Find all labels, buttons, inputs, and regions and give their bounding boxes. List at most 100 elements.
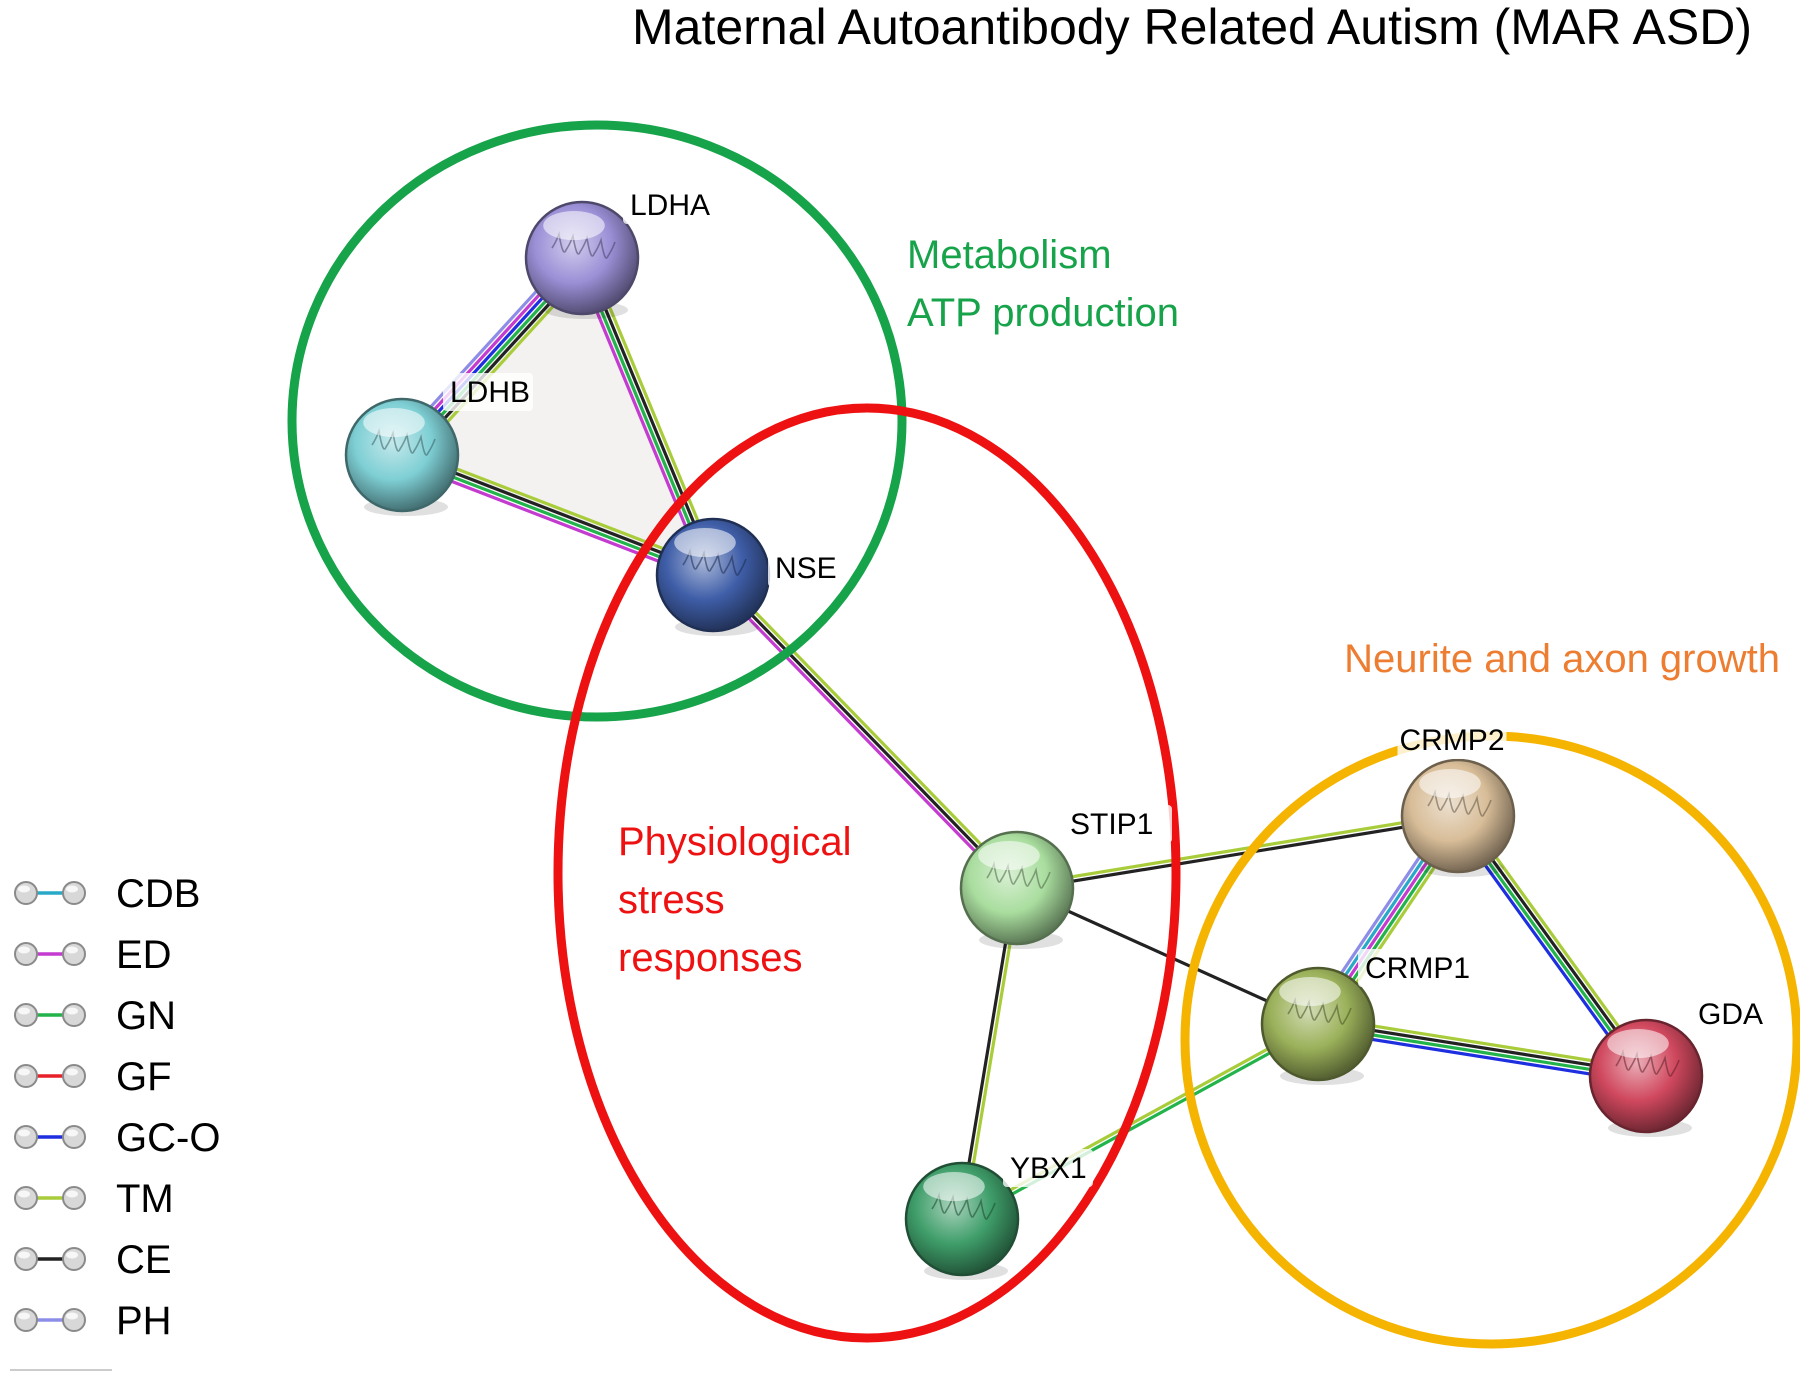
node-label-background [768,549,839,587]
legend-node-icon [62,942,86,966]
node-ldha[interactable]: LDHA [524,186,713,319]
node-gda[interactable]: GDA [1588,995,1763,1137]
legend-node-icon [14,1308,38,1332]
edge-strand-tm [586,253,721,575]
edge-strand-tm [1015,812,1460,888]
legend-node-highlight [18,1251,30,1259]
legend-node-highlight [18,1190,30,1198]
node-label: STIP1 [1070,808,1153,841]
legend-node-highlight [18,1312,30,1320]
legend-label: GC-O [116,1116,220,1160]
group-outline-stress [553,403,1181,1343]
node-ybx1[interactable]: YBX1 [904,1149,1093,1280]
legend-label: CE [116,1238,172,1282]
legend: CDB ED GN GF GC-O TM CE PH [10,872,220,1371]
cluster-shading [402,258,713,575]
legend-node-highlight [18,1007,30,1015]
legend-node-highlight [18,1129,30,1137]
edge-strand-tm [714,570,1022,887]
edge-strand-ed [574,258,709,580]
group-outline-metabolism [287,120,907,722]
node-label: NSE [775,552,837,585]
legend-node-highlight [66,1190,78,1198]
legend-node-icon [62,1064,86,1088]
legend-node-highlight [66,1251,78,1259]
legend-item-gn: GN [14,994,176,1038]
legend-item-gc-o: GC-O [14,1116,220,1160]
node-label: LDHA [630,189,710,222]
protein-structure-icon [986,860,1051,889]
legend-node-icon [62,881,86,905]
node-stip1[interactable]: STIP1 [959,805,1172,949]
node-highlight [674,527,736,558]
legend-item-ce: CE [14,1238,172,1282]
legend-node-icon [14,942,38,966]
edge-strand-gn [961,1024,1321,1223]
legend-label: GN [116,994,176,1038]
node-highlight [978,840,1040,871]
node-label-background [1063,805,1172,843]
group-label-neurite: Neurite and axon growth [1344,637,1780,681]
legend-node-icon [14,1125,38,1149]
legend-label: CDB [116,872,200,916]
legend-node-highlight [66,946,78,954]
legend-node-highlight [66,1068,78,1076]
protein-structure-icon [1287,996,1352,1025]
node-label: CRMP2 [1399,724,1504,757]
node-label: YBX1 [1010,1152,1087,1185]
legend-node-icon [14,1003,38,1027]
node-label-background [1397,721,1507,759]
node-label-background [1691,995,1762,1033]
protein-structure-icon [371,427,436,456]
legend-node-highlight [18,1068,30,1076]
legend-item-ed: ED [14,933,172,977]
node-crmp1[interactable]: CRMP1 [1260,949,1470,1085]
protein-structure-icon [931,1191,996,1220]
diagram-title: Maternal Autoantibody Related Autism (MA… [632,0,1752,55]
legend-node-highlight [18,946,30,954]
legend-item-cdb: CDB [14,872,200,916]
legend-node-icon [62,1125,86,1149]
legend-item-ph: PH [14,1299,172,1343]
legend-node-highlight [66,885,78,893]
legend-node-icon [14,881,38,905]
protein-structure-icon [682,547,747,576]
node-nse[interactable]: NSE [655,517,839,636]
edge-stip1-crmp2 [1015,812,1460,892]
legend-label: PH [116,1299,172,1343]
node-label-background [1358,949,1467,987]
node-label: CRMP1 [1365,952,1470,985]
node-highlight [1279,976,1341,1007]
edge-strand-ce [711,573,1019,890]
protein-structure-icon [1427,788,1492,817]
node-label-background [443,373,533,411]
legend-label: TM [116,1177,174,1221]
node-highlight [363,407,425,438]
legend-node-icon [14,1247,38,1271]
legend-node-icon [62,1003,86,1027]
legend-node-icon [62,1186,86,1210]
legend-node-highlight [66,1129,78,1137]
node-highlight [1419,768,1481,799]
node-highlight [923,1171,985,1202]
edge-strand-ed [708,576,1016,893]
node-crmp2[interactable]: CRMP2 [1397,721,1516,877]
node-label: GDA [1698,998,1763,1031]
legend-label: GF [116,1055,172,1099]
legend-item-gf: GF [14,1055,172,1099]
legend-node-icon [62,1308,86,1332]
legend-node-highlight [18,885,30,893]
legend-node-highlight [66,1007,78,1015]
node-ldhb[interactable]: LDHB [344,373,533,516]
node-label-background [623,186,713,224]
edge-strand-tm [959,1020,1319,1219]
legend-item-tm: TM [14,1177,174,1221]
edge-strand-ce [1015,816,1460,892]
node-label: LDHB [450,376,530,409]
legend-node-icon [14,1186,38,1210]
